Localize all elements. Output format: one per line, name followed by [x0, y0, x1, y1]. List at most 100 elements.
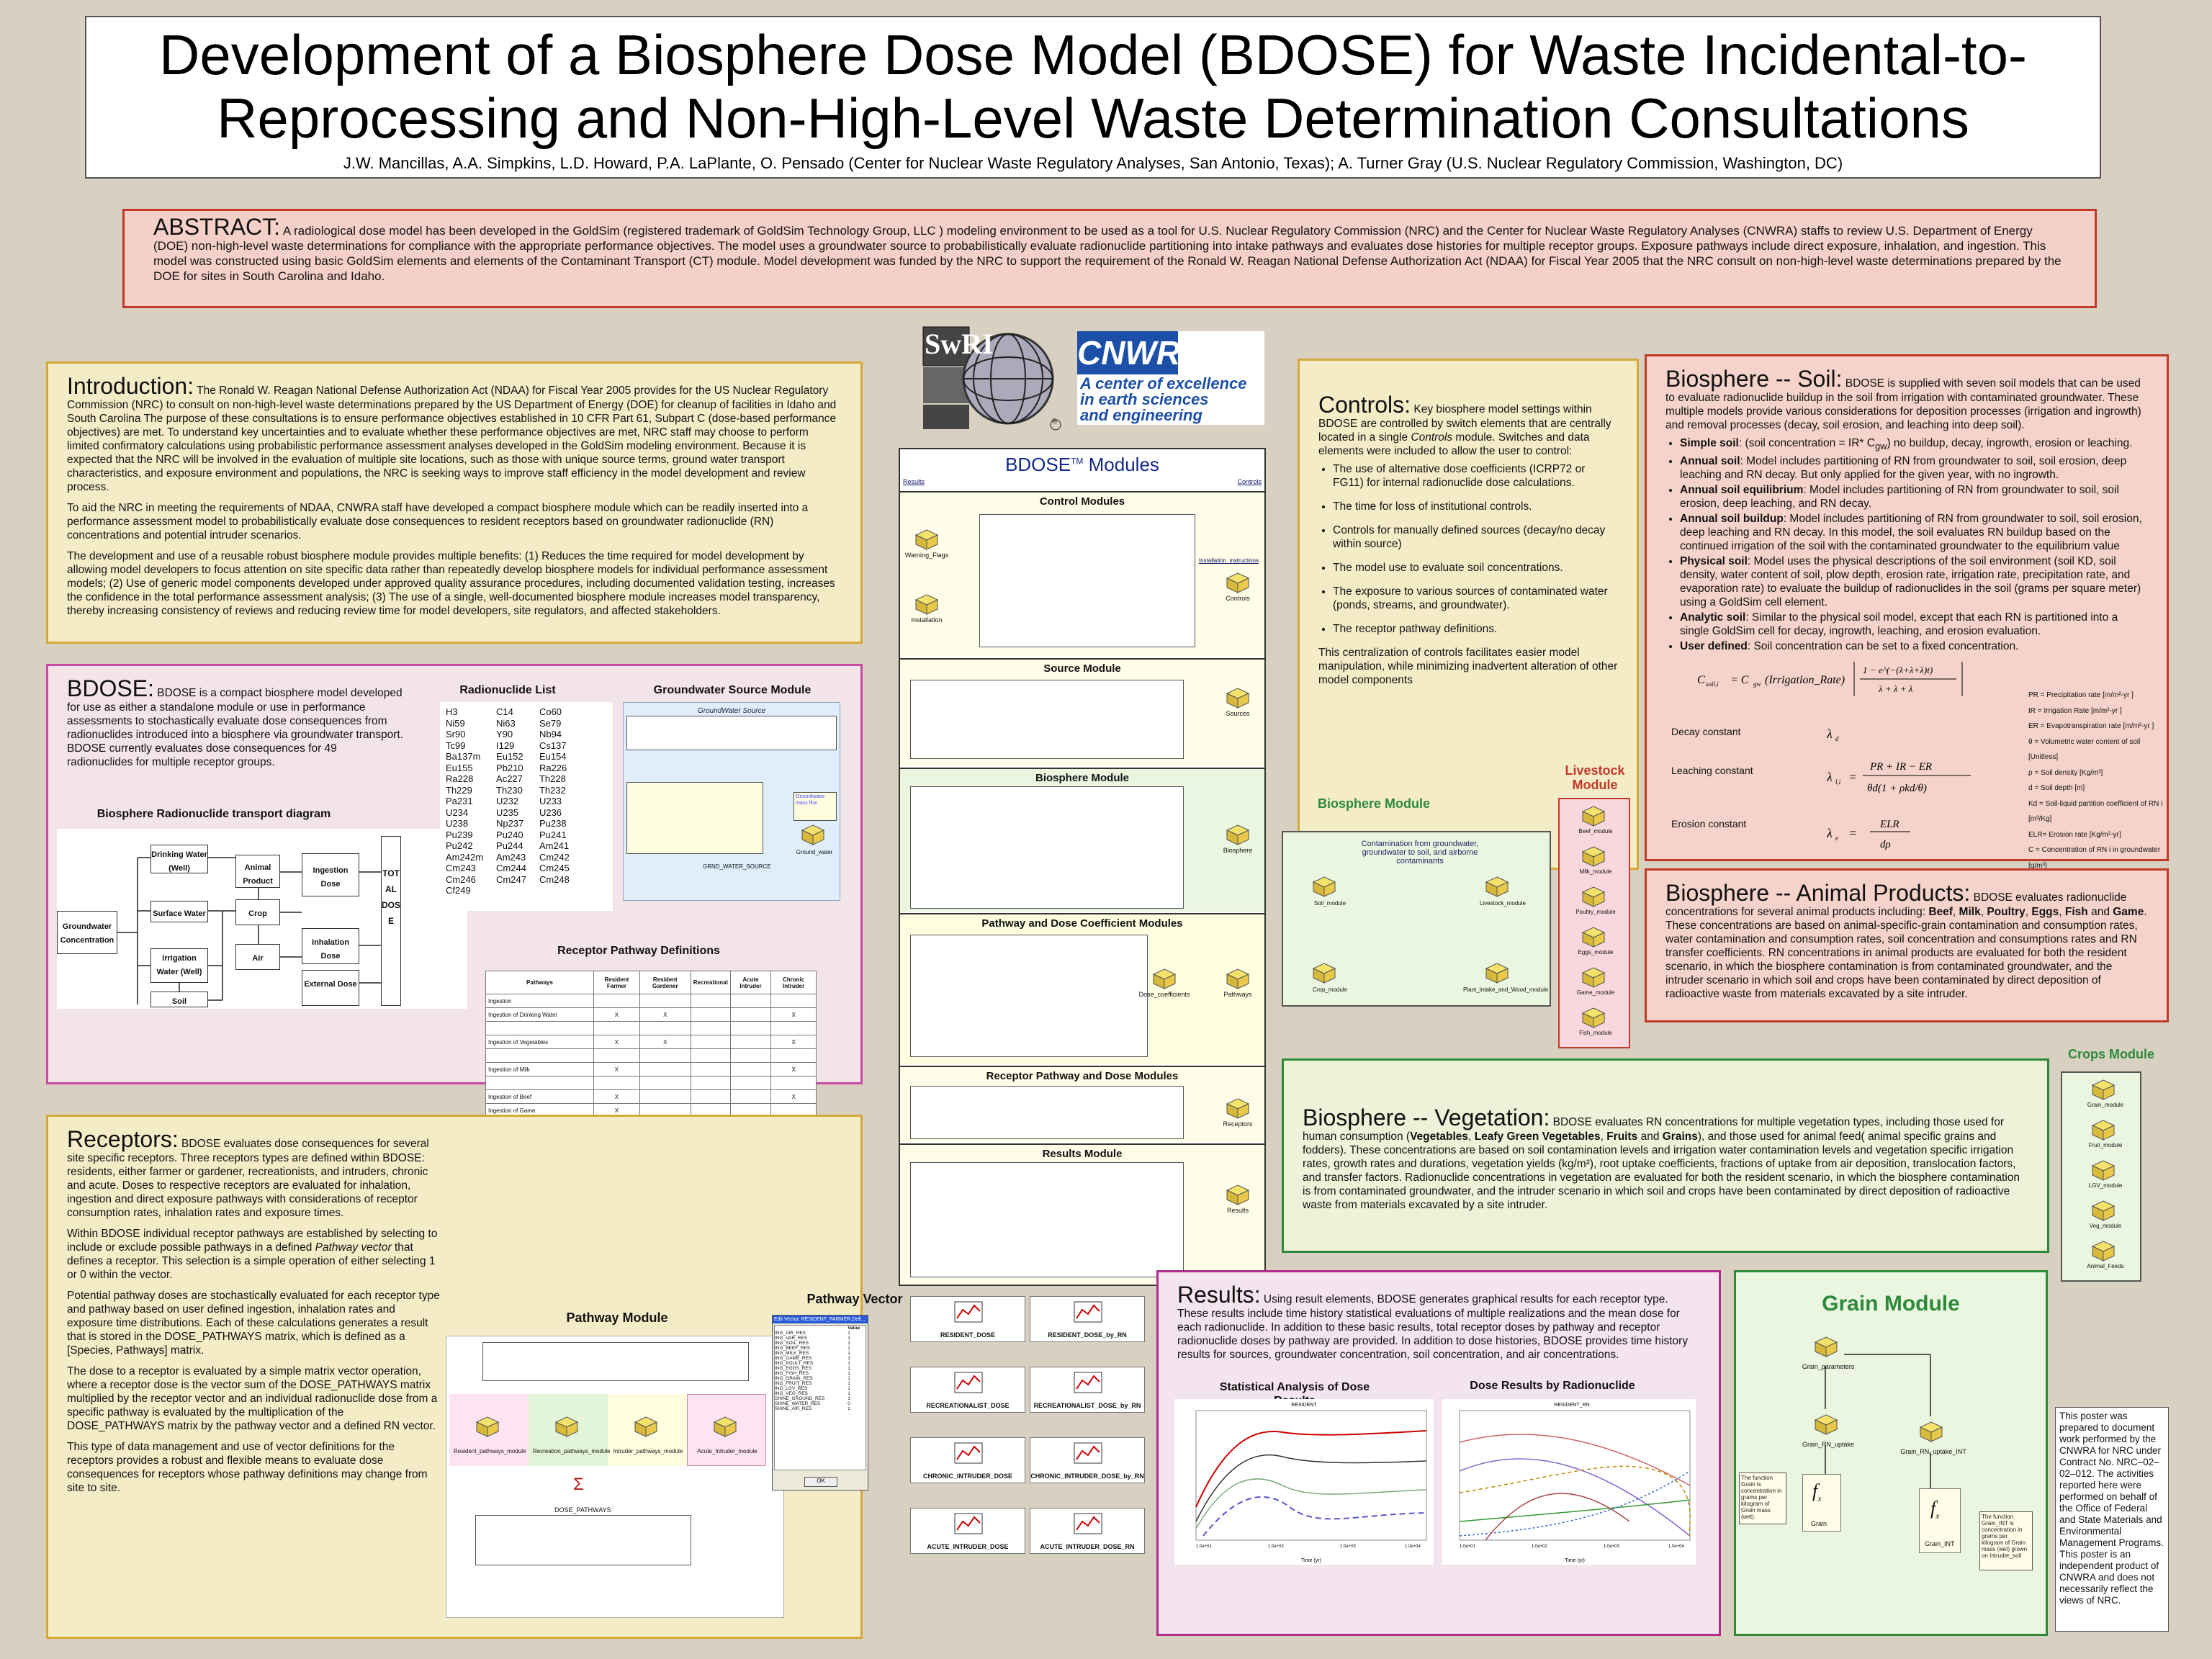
rp-cell [639, 1089, 691, 1104]
result-element-button[interactable]: RESIDENT_DOSE_by_RN [1030, 1296, 1145, 1342]
intro-p3: The development and use of a reusable ro… [67, 550, 835, 617]
pv-value[interactable]: 1 [848, 1346, 850, 1351]
module-icon[interactable] [1226, 968, 1250, 989]
rn-item: Pu244 [496, 840, 523, 851]
grain-submodule-icon[interactable] [1814, 1413, 1838, 1435]
pv-value[interactable]: 1 [848, 1381, 850, 1386]
biosphere-submodule-icon[interactable] [1485, 876, 1509, 897]
pv-value[interactable]: 1 [848, 1351, 850, 1356]
livestock-submodule-icon[interactable] [1581, 1007, 1606, 1028]
modules-title: BDOSETM Modules [1005, 454, 1159, 475]
pv-value[interactable]: 1 [848, 1356, 850, 1361]
svg-text:θd(1 + ρkd/θ): θd(1 + ρkd/θ) [1867, 783, 1927, 794]
module-icon[interactable] [1226, 572, 1250, 593]
grain-submodule-label: Grain_parameters [1802, 1363, 1855, 1370]
diagram-groundwater: Groundwater Concentration [57, 911, 117, 954]
rn-item: Pu238 [539, 818, 567, 829]
module-icon[interactable] [1226, 1097, 1250, 1119]
result-element-button[interactable]: CHRONIC_INTRUDER_DOSE [910, 1437, 1025, 1483]
result-element-button[interactable]: RESIDENT_DOSE [910, 1296, 1025, 1342]
result-element-button[interactable]: RECREATIONALIST_DOSE [910, 1367, 1025, 1413]
pv-value[interactable]: 1 [848, 1366, 850, 1371]
crop-submodule-label: Veg_module [2089, 1223, 2122, 1229]
cube-icon[interactable] [801, 824, 825, 845]
module-icon[interactable] [914, 529, 939, 550]
crop-submodule-icon[interactable] [2091, 1159, 2116, 1181]
biosphere-submodule-icon[interactable] [1312, 962, 1336, 984]
pv-value[interactable]: 1 [848, 1391, 850, 1396]
crop-submodule-icon[interactable] [2091, 1119, 2116, 1141]
pathway-module-icon[interactable] [475, 1416, 500, 1437]
pm-label: Acute_Intruder_module [697, 1448, 757, 1455]
pm-dose-desc [475, 1515, 691, 1565]
rpd-section: Receptor Pathway and Dose Modules [900, 1066, 1264, 1142]
pathway-module-icon[interactable] [634, 1416, 658, 1437]
pv-value[interactable]: 1 [848, 1396, 850, 1401]
biosphere-submodule-icon[interactable] [1485, 962, 1509, 984]
rp-cell: X [593, 1007, 640, 1022]
biosphere-submodule-icon[interactable] [1312, 876, 1336, 897]
pv-value[interactable]: 1 [848, 1406, 850, 1411]
rp-cell [639, 994, 691, 1008]
results-link[interactable]: Results [903, 478, 925, 485]
biosphere-module-heading: Biosphere Module [1035, 772, 1129, 784]
pv-value[interactable]: 1 [848, 1371, 850, 1376]
module-icon[interactable] [1152, 968, 1177, 989]
pv-ok-button[interactable]: OK [804, 1477, 837, 1487]
result-element-button[interactable]: ACUTE_INTRUDER_DOSE_RN [1030, 1508, 1145, 1554]
rn-item: Ac227 [496, 773, 523, 784]
rn-item: U232 [496, 796, 519, 806]
swri-emblem [922, 326, 1061, 431]
diagram-external-dose: External Dose [302, 970, 359, 1006]
module-icon[interactable] [914, 593, 939, 615]
veg-text: BDOSE evaluates RN concentrations for mu… [1303, 1116, 2020, 1211]
installation-link[interactable]: Installation_instructions [1198, 557, 1259, 564]
pathway-module-icon[interactable] [713, 1416, 737, 1437]
result-element-button[interactable]: CHRONIC_INTRUDER_DOSE_by_RN [1030, 1437, 1145, 1483]
module-icon[interactable] [1226, 824, 1250, 845]
rp-cell [729, 1048, 772, 1063]
pv-value-header: Value [848, 1326, 860, 1331]
module-icon[interactable] [1226, 1184, 1250, 1205]
rp-cell: X [593, 1062, 640, 1076]
pv-value[interactable]: 1 [848, 1376, 850, 1381]
pv-value[interactable]: 1 [848, 1336, 850, 1341]
pathway-module-icon[interactable] [554, 1416, 579, 1437]
pv-value[interactable]: 1 [848, 1361, 850, 1366]
rp-cell [593, 994, 640, 1008]
livestock-submodule-icon[interactable] [1581, 805, 1606, 827]
rp-cell: Ingestion of Vegetables [485, 1035, 594, 1049]
rp-cell: Ingestion of Beef [485, 1089, 594, 1104]
pv-name: ING_BEEF_RES [775, 1346, 811, 1351]
rn-item: Cm245 [539, 863, 570, 873]
livestock-submodule-icon[interactable] [1581, 966, 1606, 988]
pv-value[interactable]: 0 [848, 1401, 850, 1406]
svg-text:e: e [1835, 835, 1838, 842]
crop-submodule-icon[interactable] [2091, 1240, 2116, 1262]
rp-cell: Ingestion [485, 994, 594, 1008]
controls-link[interactable]: Controls [1237, 478, 1262, 485]
pv-value[interactable]: 1 [848, 1386, 850, 1391]
crop-submodule-icon[interactable] [2091, 1079, 2116, 1100]
grain-submodule-icon[interactable] [1919, 1421, 1943, 1442]
livestock-submodule-icon[interactable] [1581, 845, 1606, 867]
result-element-button[interactable]: RECREATIONALIST_DOSE_by_RN [1030, 1367, 1145, 1413]
rp-cell [729, 1007, 772, 1022]
module-icon[interactable] [1226, 687, 1250, 709]
pv-value[interactable]: 1 [848, 1341, 850, 1346]
livestock-submodule-icon[interactable] [1581, 886, 1606, 907]
rn-item: Pu239 [446, 829, 473, 840]
livestock-submodule-icon[interactable] [1581, 926, 1606, 948]
result-element-button[interactable]: ACUTE_INTRUDER_DOSE [910, 1508, 1025, 1554]
grain-submodule-icon[interactable] [1814, 1336, 1838, 1357]
crop-submodule-icon[interactable] [2091, 1200, 2116, 1221]
rp-cell [729, 994, 772, 1008]
control-modules-heading: Control Modules [1039, 495, 1125, 508]
pv-value[interactable]: 1 [848, 1331, 850, 1336]
